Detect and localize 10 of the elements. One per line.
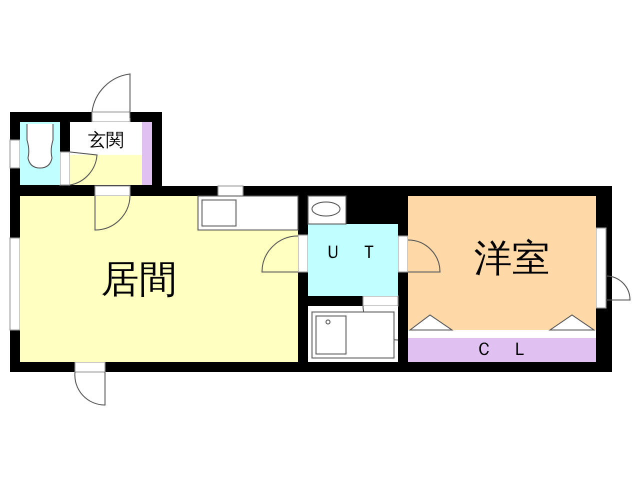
room-label: 洋室: [474, 239, 550, 277]
room-floor: [20, 196, 298, 362]
room-label: ＵＴ: [324, 244, 396, 262]
room-label: 玄関: [88, 132, 124, 150]
room-floor: [308, 224, 398, 296]
room-floor: [70, 122, 142, 185]
room-label: 居間: [101, 260, 177, 298]
room-floor: [408, 196, 596, 330]
room-label: ＣＬ: [475, 341, 547, 359]
room-floor: [408, 338, 596, 362]
